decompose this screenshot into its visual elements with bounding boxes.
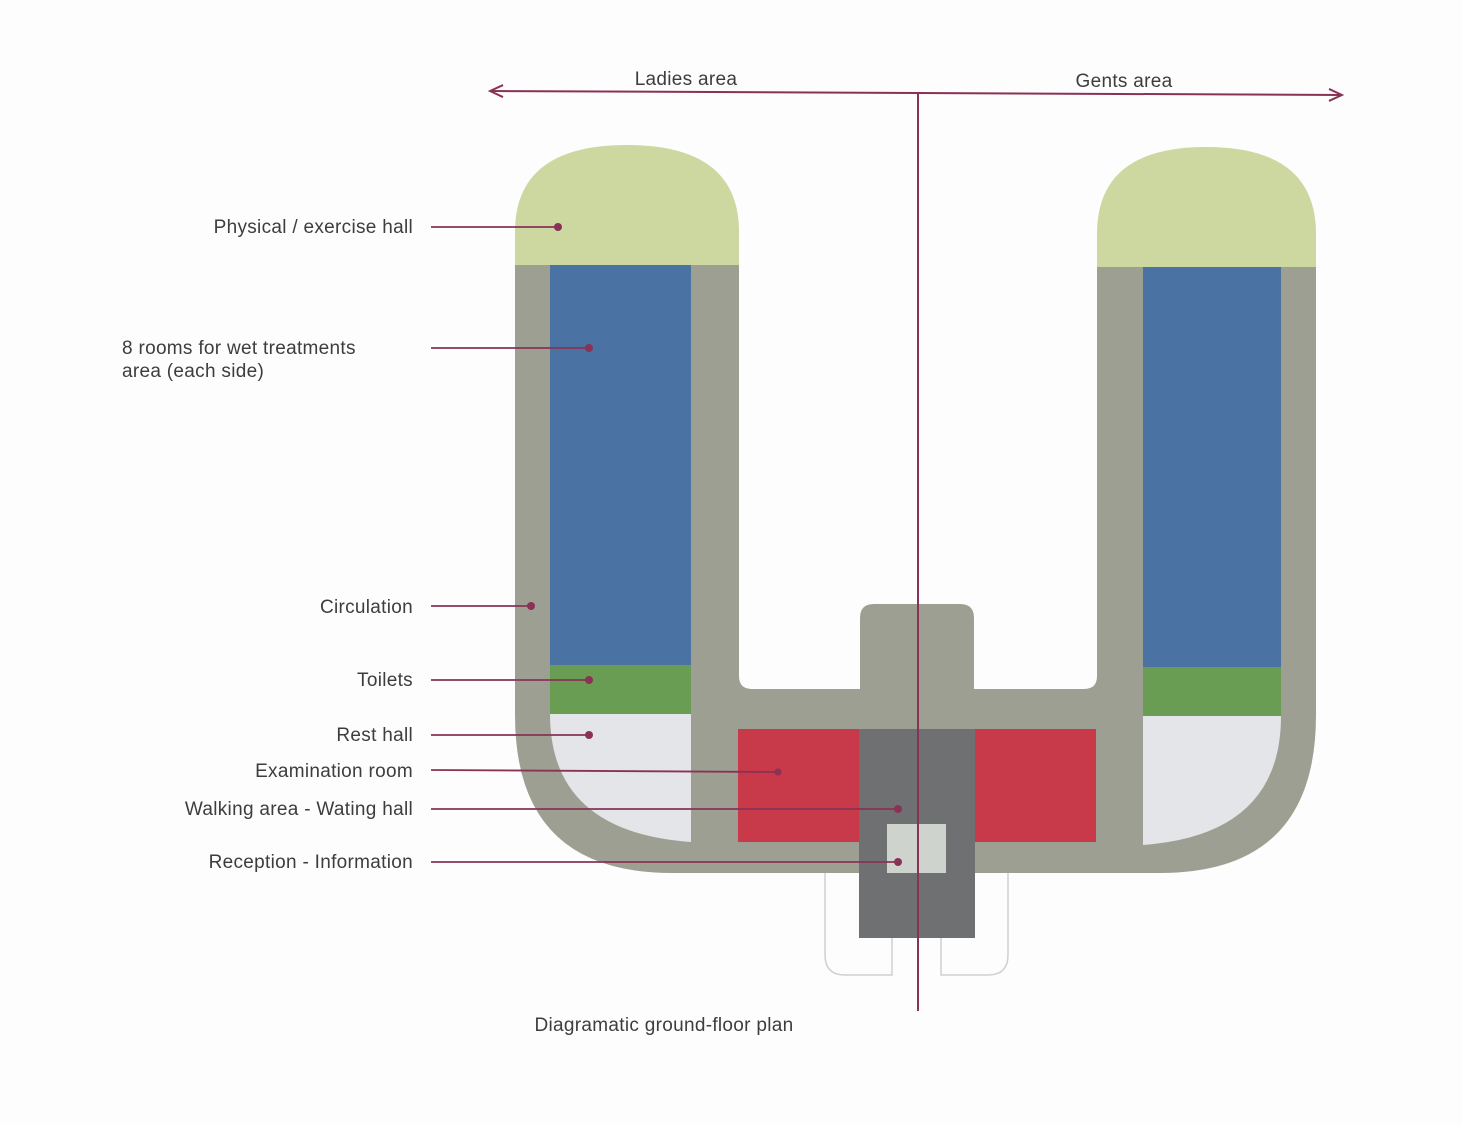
circulation-body xyxy=(515,250,1316,873)
rest-hall-ladies xyxy=(550,714,691,842)
label-reception: Reception - Information xyxy=(209,852,413,873)
label-rest-hall: Rest hall xyxy=(336,725,413,746)
exercise-hall-ladies xyxy=(515,145,739,265)
ladies-area-label: Ladies area xyxy=(635,69,738,90)
label-circulation: Circulation xyxy=(320,597,413,618)
exercise-hall-gents xyxy=(1097,147,1316,267)
reception-desk xyxy=(887,824,946,873)
gents-area-arrow xyxy=(917,93,1342,95)
leader-circulation xyxy=(431,602,535,610)
wet-rooms-gents xyxy=(1143,267,1281,667)
toilets-ladies xyxy=(550,665,691,714)
label-examination-room: Examination room xyxy=(255,761,413,782)
leader-wet-rooms xyxy=(431,344,593,352)
wet-rooms-ladies xyxy=(550,265,691,665)
leader-toilets xyxy=(431,676,593,684)
leader-rest-hall xyxy=(431,731,593,739)
label-wet-rooms-line1: 8 rooms for wet treatments xyxy=(122,338,356,359)
leader-waiting-hall xyxy=(431,805,902,813)
entrance-outline-left xyxy=(824,872,893,976)
rest-hall-gents xyxy=(1143,716,1281,845)
label-toilets: Toilets xyxy=(357,670,413,691)
leader-exercise-hall xyxy=(431,223,562,231)
label-waiting-hall: Walking area - Wating hall xyxy=(185,799,413,820)
leader-examination-room xyxy=(430,768,782,776)
ladies-area-arrow xyxy=(490,91,919,93)
leader-reception xyxy=(431,858,902,866)
gents-area-label: Gents area xyxy=(1076,71,1173,92)
entrance-outline-right xyxy=(940,872,1009,976)
diagram-caption: Diagramatic ground-floor plan xyxy=(535,1015,794,1036)
label-exercise-hall: Physical / exercise hall xyxy=(214,217,413,238)
examination-room-gents xyxy=(975,729,1096,842)
examination-room-ladies xyxy=(738,729,859,842)
label-wet-rooms-line2: area (each side) xyxy=(122,361,264,382)
toilets-gents xyxy=(1143,667,1281,716)
